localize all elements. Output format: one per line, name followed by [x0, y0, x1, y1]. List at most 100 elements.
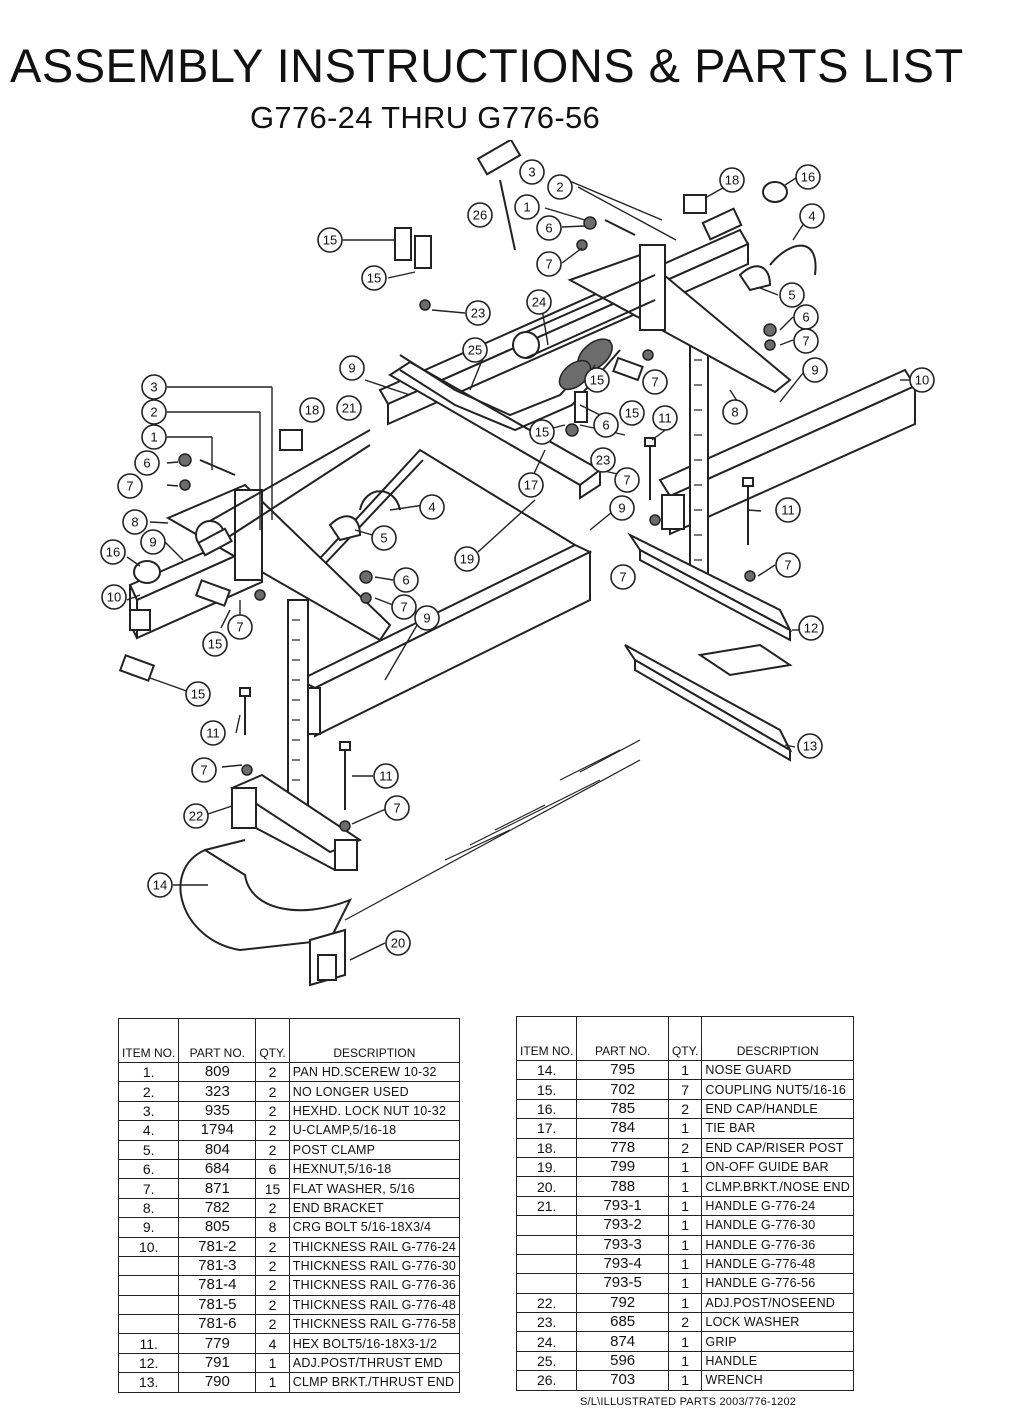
- callout-24: 24: [526, 289, 552, 315]
- qty-cell: 2: [255, 1061, 290, 1083]
- callout-15-bottom-left: 15: [185, 681, 211, 707]
- part-no-cell: 781-2: [178, 1236, 257, 1257]
- part-no-cell: 779: [178, 1333, 257, 1354]
- callout-6-left: 6: [393, 567, 419, 593]
- description-cell: HANDLE G-776-56: [701, 1273, 854, 1294]
- part-no-cell: 788: [576, 1176, 669, 1197]
- svg-text:21: 21: [342, 401, 356, 416]
- table-header-row: ITEM NO. PART NO. QTY. DESCRIPTION: [515, 1016, 854, 1061]
- description-cell: THICKNESS RAIL G-776-48: [288, 1294, 461, 1316]
- description-cell: HANDLE G-776-30: [701, 1215, 854, 1236]
- part-no-cell: 795: [576, 1059, 669, 1081]
- svg-text:25: 25: [468, 343, 482, 358]
- svg-text:7: 7: [802, 334, 809, 349]
- svg-text:24: 24: [532, 295, 546, 310]
- qty-cell: 1: [667, 1350, 703, 1372]
- svg-text:5: 5: [788, 288, 795, 303]
- svg-text:17: 17: [524, 478, 538, 493]
- table-header-row: ITEM NO. PART NO. QTY. DESCRIPTION: [117, 1018, 461, 1063]
- callout-9-center: 9: [339, 355, 365, 381]
- svg-text:7: 7: [126, 479, 133, 494]
- part-no-cell: 791: [178, 1352, 257, 1374]
- callout-16-top: 16: [795, 164, 821, 190]
- description-cell: PAN HD.SCEREW 10-32: [288, 1061, 461, 1083]
- svg-text:4: 4: [808, 209, 815, 224]
- header-description: DESCRIPTION: [288, 1018, 461, 1063]
- item-no-cell: [117, 1275, 180, 1296]
- qty-cell: 2: [255, 1139, 290, 1160]
- qty-cell: 1: [667, 1195, 703, 1217]
- svg-text:7: 7: [784, 558, 791, 573]
- description-cell: HANDLE G-776-48: [701, 1253, 854, 1275]
- item-no-cell: 26.: [515, 1370, 578, 1391]
- item-no-cell: 16.: [515, 1098, 578, 1120]
- svg-text:18: 18: [725, 173, 739, 188]
- item-no-cell: [515, 1253, 578, 1275]
- svg-text:20: 20: [391, 936, 405, 951]
- description-cell: GRIP: [701, 1331, 854, 1352]
- svg-text:7: 7: [651, 375, 658, 390]
- callout-19: 19: [454, 546, 480, 572]
- part-no-cell: 778: [576, 1137, 669, 1158]
- callout-9-right: 9: [802, 357, 828, 383]
- svg-text:5: 5: [380, 531, 387, 546]
- svg-text:11: 11: [781, 503, 795, 518]
- svg-text:15: 15: [590, 373, 604, 388]
- item-no-cell: [515, 1234, 578, 1255]
- svg-text:8: 8: [131, 515, 138, 530]
- callout-6-left-top: 6: [134, 450, 160, 476]
- description-cell: NO LONGER USED: [288, 1081, 461, 1102]
- description-cell: LOCK WASHER: [701, 1312, 854, 1333]
- qty-cell: 2: [255, 1100, 290, 1122]
- part-no-cell: 785: [576, 1098, 669, 1120]
- callout-5-left: 5: [371, 525, 397, 551]
- item-no-cell: 18.: [515, 1137, 578, 1158]
- callout-15-grip: 15: [529, 419, 555, 445]
- item-no-cell: 3.: [117, 1100, 180, 1122]
- part-no-cell: 784: [576, 1118, 669, 1139]
- item-no-cell: [117, 1255, 180, 1277]
- part-no-cell: 793-5: [576, 1273, 669, 1294]
- part-no-cell: 799: [576, 1156, 669, 1178]
- description-cell: CLMP BRKT./THRUST END: [288, 1372, 461, 1393]
- item-no-cell: [515, 1215, 578, 1236]
- callout-7-bottom-left: 7: [191, 757, 217, 783]
- description-cell: HANDLE: [701, 1350, 854, 1372]
- callout-2-top: 2: [547, 174, 573, 200]
- header-qty: QTY.: [667, 1016, 703, 1061]
- description-cell: THICKNESS RAIL G-776-30: [288, 1255, 461, 1277]
- part-no-cell: 323: [178, 1081, 257, 1102]
- item-no-cell: 10.: [117, 1236, 180, 1257]
- description-cell: CLMP.BRKT./NOSE END: [701, 1176, 854, 1197]
- callout-3-left: 3: [141, 374, 167, 400]
- description-cell: HANDLE G-776-24: [701, 1195, 854, 1217]
- description-cell: END BRACKET: [288, 1197, 461, 1219]
- svg-text:10: 10: [107, 590, 121, 605]
- callout-7-guide: 7: [610, 564, 636, 590]
- svg-text:2: 2: [556, 180, 563, 195]
- svg-text:15: 15: [208, 637, 222, 652]
- svg-text:9: 9: [348, 361, 355, 376]
- callout-12: 12: [798, 615, 824, 641]
- qty-cell: 1: [667, 1215, 703, 1236]
- callout-22: 22: [183, 803, 209, 829]
- item-no-cell: 9.: [117, 1217, 180, 1238]
- svg-text:7: 7: [545, 257, 552, 272]
- part-no-cell: 703: [576, 1370, 669, 1391]
- callout-14: 14: [147, 872, 173, 898]
- qty-cell: 8: [255, 1217, 290, 1238]
- part-no-cell: 793-4: [576, 1253, 669, 1275]
- qty-cell: 1: [667, 1156, 703, 1178]
- description-cell: HANDLE G-776-36: [701, 1234, 854, 1255]
